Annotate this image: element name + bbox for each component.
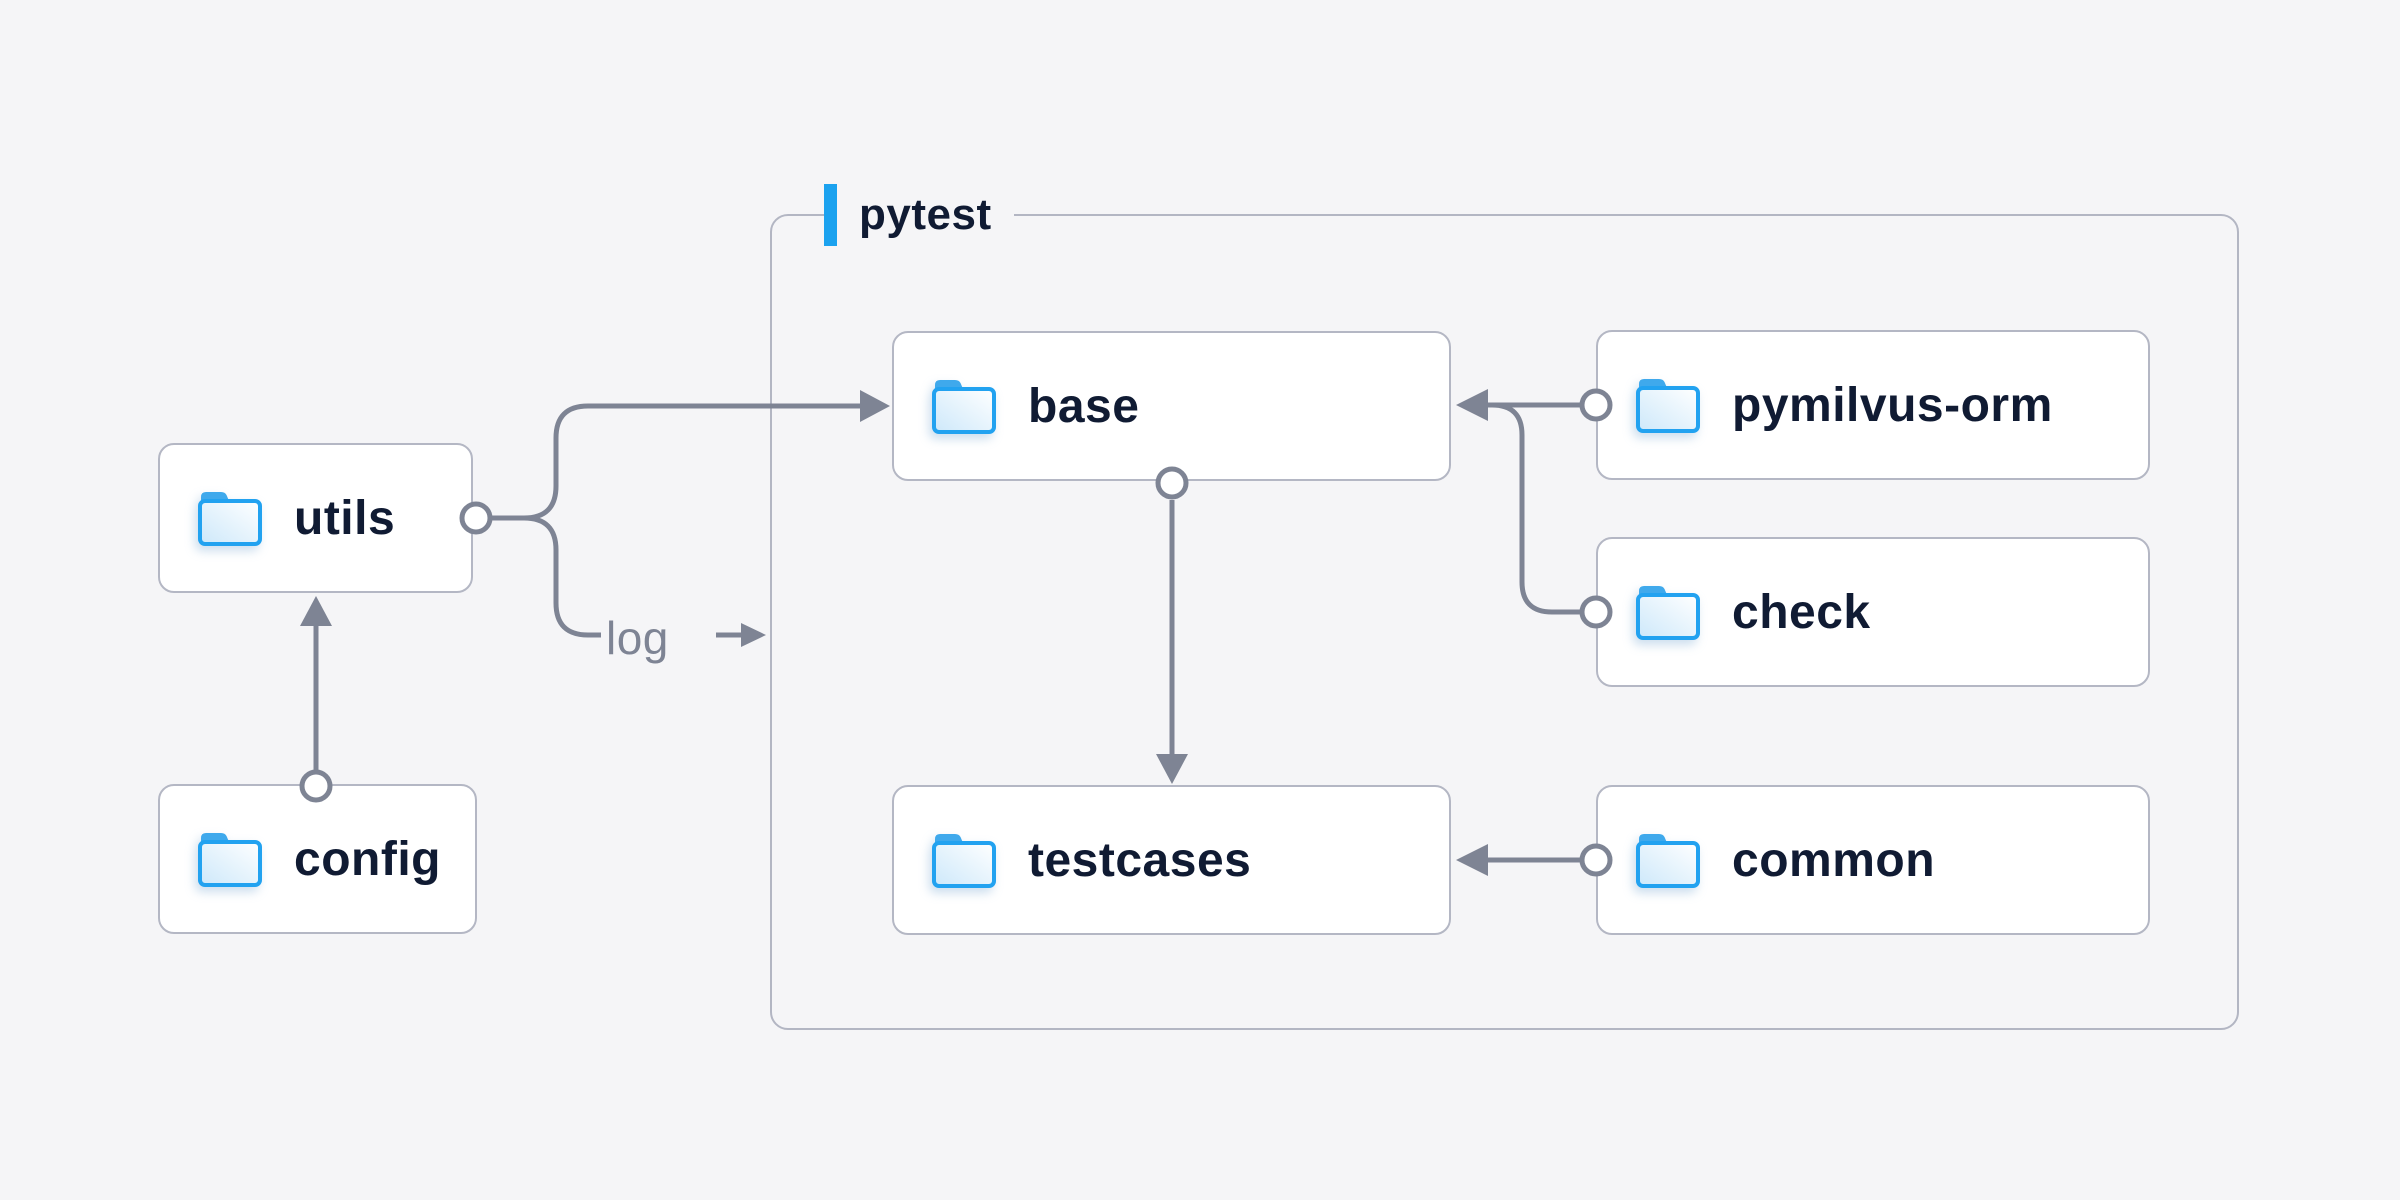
node-common: common (1596, 785, 2150, 935)
edge-label-log: log (606, 612, 669, 664)
node-pymilvus-orm: pymilvus-orm (1596, 330, 2150, 480)
pytest-container-title: pytest (859, 190, 992, 239)
folder-icon (196, 829, 264, 889)
node-utils: utils (158, 443, 473, 593)
node-testcases: testcases (892, 785, 1451, 935)
node-label: utils (294, 491, 396, 545)
folder-icon (930, 830, 998, 890)
blue-accent-bar (824, 184, 837, 246)
folder-icon (1634, 830, 1702, 890)
arrowhead-config-utils (300, 596, 332, 626)
folder-icon (196, 488, 264, 548)
node-check: check (1596, 537, 2150, 687)
node-label: config (294, 832, 441, 886)
folder-icon (1634, 375, 1702, 435)
node-label: check (1732, 585, 1871, 639)
node-config: config (158, 784, 477, 934)
node-base: base (892, 331, 1451, 481)
pytest-container (770, 214, 2239, 1030)
folder-icon (930, 376, 998, 436)
node-label: pymilvus-orm (1732, 378, 2053, 432)
node-label: common (1732, 833, 1936, 887)
folder-icon (1634, 582, 1702, 642)
edge-utils-log (523, 515, 601, 638)
pytest-container-label: pytest (824, 183, 1014, 247)
arrowhead-log (741, 623, 766, 647)
node-label: testcases (1028, 833, 1252, 887)
node-label: base (1028, 379, 1140, 433)
